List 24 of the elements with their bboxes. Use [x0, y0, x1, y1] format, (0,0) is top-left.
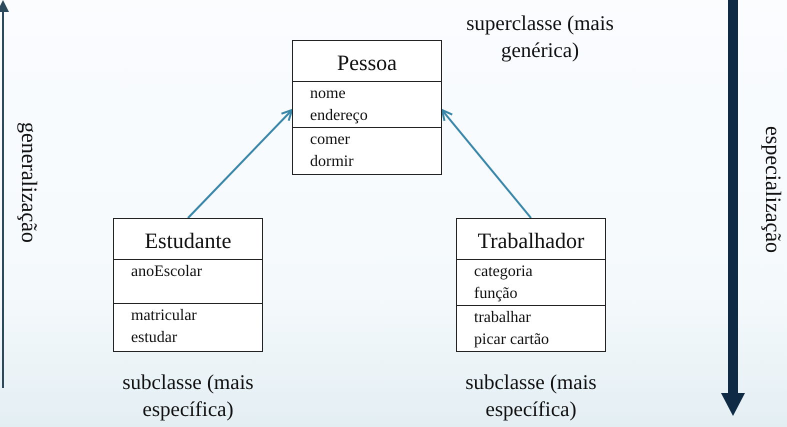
attribute-text: endereço — [310, 106, 368, 126]
class-role-caption: subclasse (mais específica) — [464, 369, 598, 423]
class-box — [456, 218, 606, 352]
method-text: estudar — [131, 328, 178, 348]
attribute-text: anoEscolar — [131, 262, 202, 282]
class-box — [292, 40, 442, 175]
class-role-caption: subclasse (mais específica) — [121, 369, 255, 423]
class-box — [113, 218, 263, 352]
direction-label: especialização — [760, 126, 786, 254]
class-role-caption: superclasse (mais genérica) — [465, 10, 615, 64]
class-name: Trabalhador — [476, 228, 586, 254]
class-name: Pessoa — [336, 50, 398, 76]
method-text: dormir — [310, 152, 354, 172]
method-text: comer — [310, 130, 350, 150]
method-text: matricular — [131, 306, 197, 326]
attribute-text: função — [474, 284, 518, 304]
attribute-text: nome — [310, 84, 346, 104]
direction-label: generalização — [16, 122, 42, 243]
attribute-text: categoria — [474, 262, 533, 282]
method-text: picar cartão — [474, 330, 550, 350]
class-name: Estudante — [144, 228, 232, 254]
method-text: trabalhar — [474, 308, 531, 328]
inheritance-arrow — [441, 109, 532, 219]
inheritance-arrow — [187, 109, 293, 219]
